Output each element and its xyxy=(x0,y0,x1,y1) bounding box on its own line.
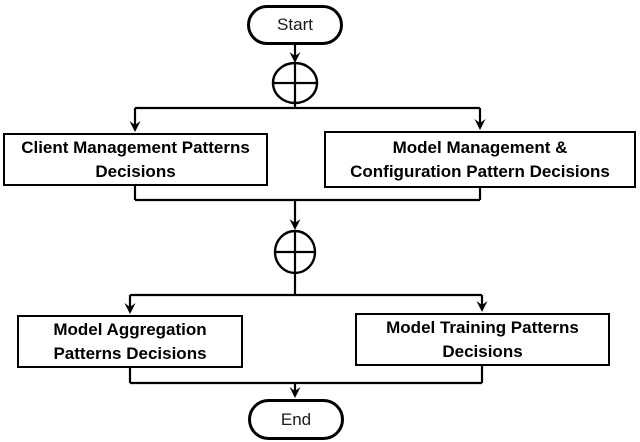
arrowhead xyxy=(289,387,301,398)
connector-lines xyxy=(128,45,484,393)
arrowhead xyxy=(124,303,136,314)
arrowhead xyxy=(289,52,301,63)
node-label-line: Configuration Pattern Decisions xyxy=(350,161,610,181)
arrowhead xyxy=(129,121,141,132)
node-model-management-configuration-pattern-decisions: Model Management & Configuration Pattern… xyxy=(324,131,636,188)
end-node: End xyxy=(248,399,344,440)
xor-gateway-2-icon xyxy=(273,229,317,275)
node-label-line: Patterns Decisions xyxy=(53,343,207,363)
start-node: Start xyxy=(247,5,343,45)
node-label-line: Model Aggregation xyxy=(53,319,207,339)
node-label-line: Decisions xyxy=(442,341,523,361)
node-model-aggregation-patterns-decisions: Model Aggregation Patterns Decisions xyxy=(17,315,243,368)
node-model-training-patterns-decisions: Model Training Patterns Decisions xyxy=(355,313,610,366)
node-label-line: Model Training Patterns xyxy=(386,317,579,337)
node-label-line: Model Management & xyxy=(392,137,568,157)
start-label: Start xyxy=(277,15,313,34)
arrowhead xyxy=(476,301,488,312)
arrowheads xyxy=(124,52,488,398)
arrowhead xyxy=(289,219,301,230)
arrowhead xyxy=(474,119,486,130)
xor-gateway-1-icon xyxy=(271,61,319,105)
node-label-line: Decisions xyxy=(95,161,176,181)
end-label: End xyxy=(280,409,312,429)
node-label-line: Client Management Patterns xyxy=(21,137,250,157)
node-client-management-patterns-decisions: Client Management Patterns Decisions xyxy=(3,133,268,186)
